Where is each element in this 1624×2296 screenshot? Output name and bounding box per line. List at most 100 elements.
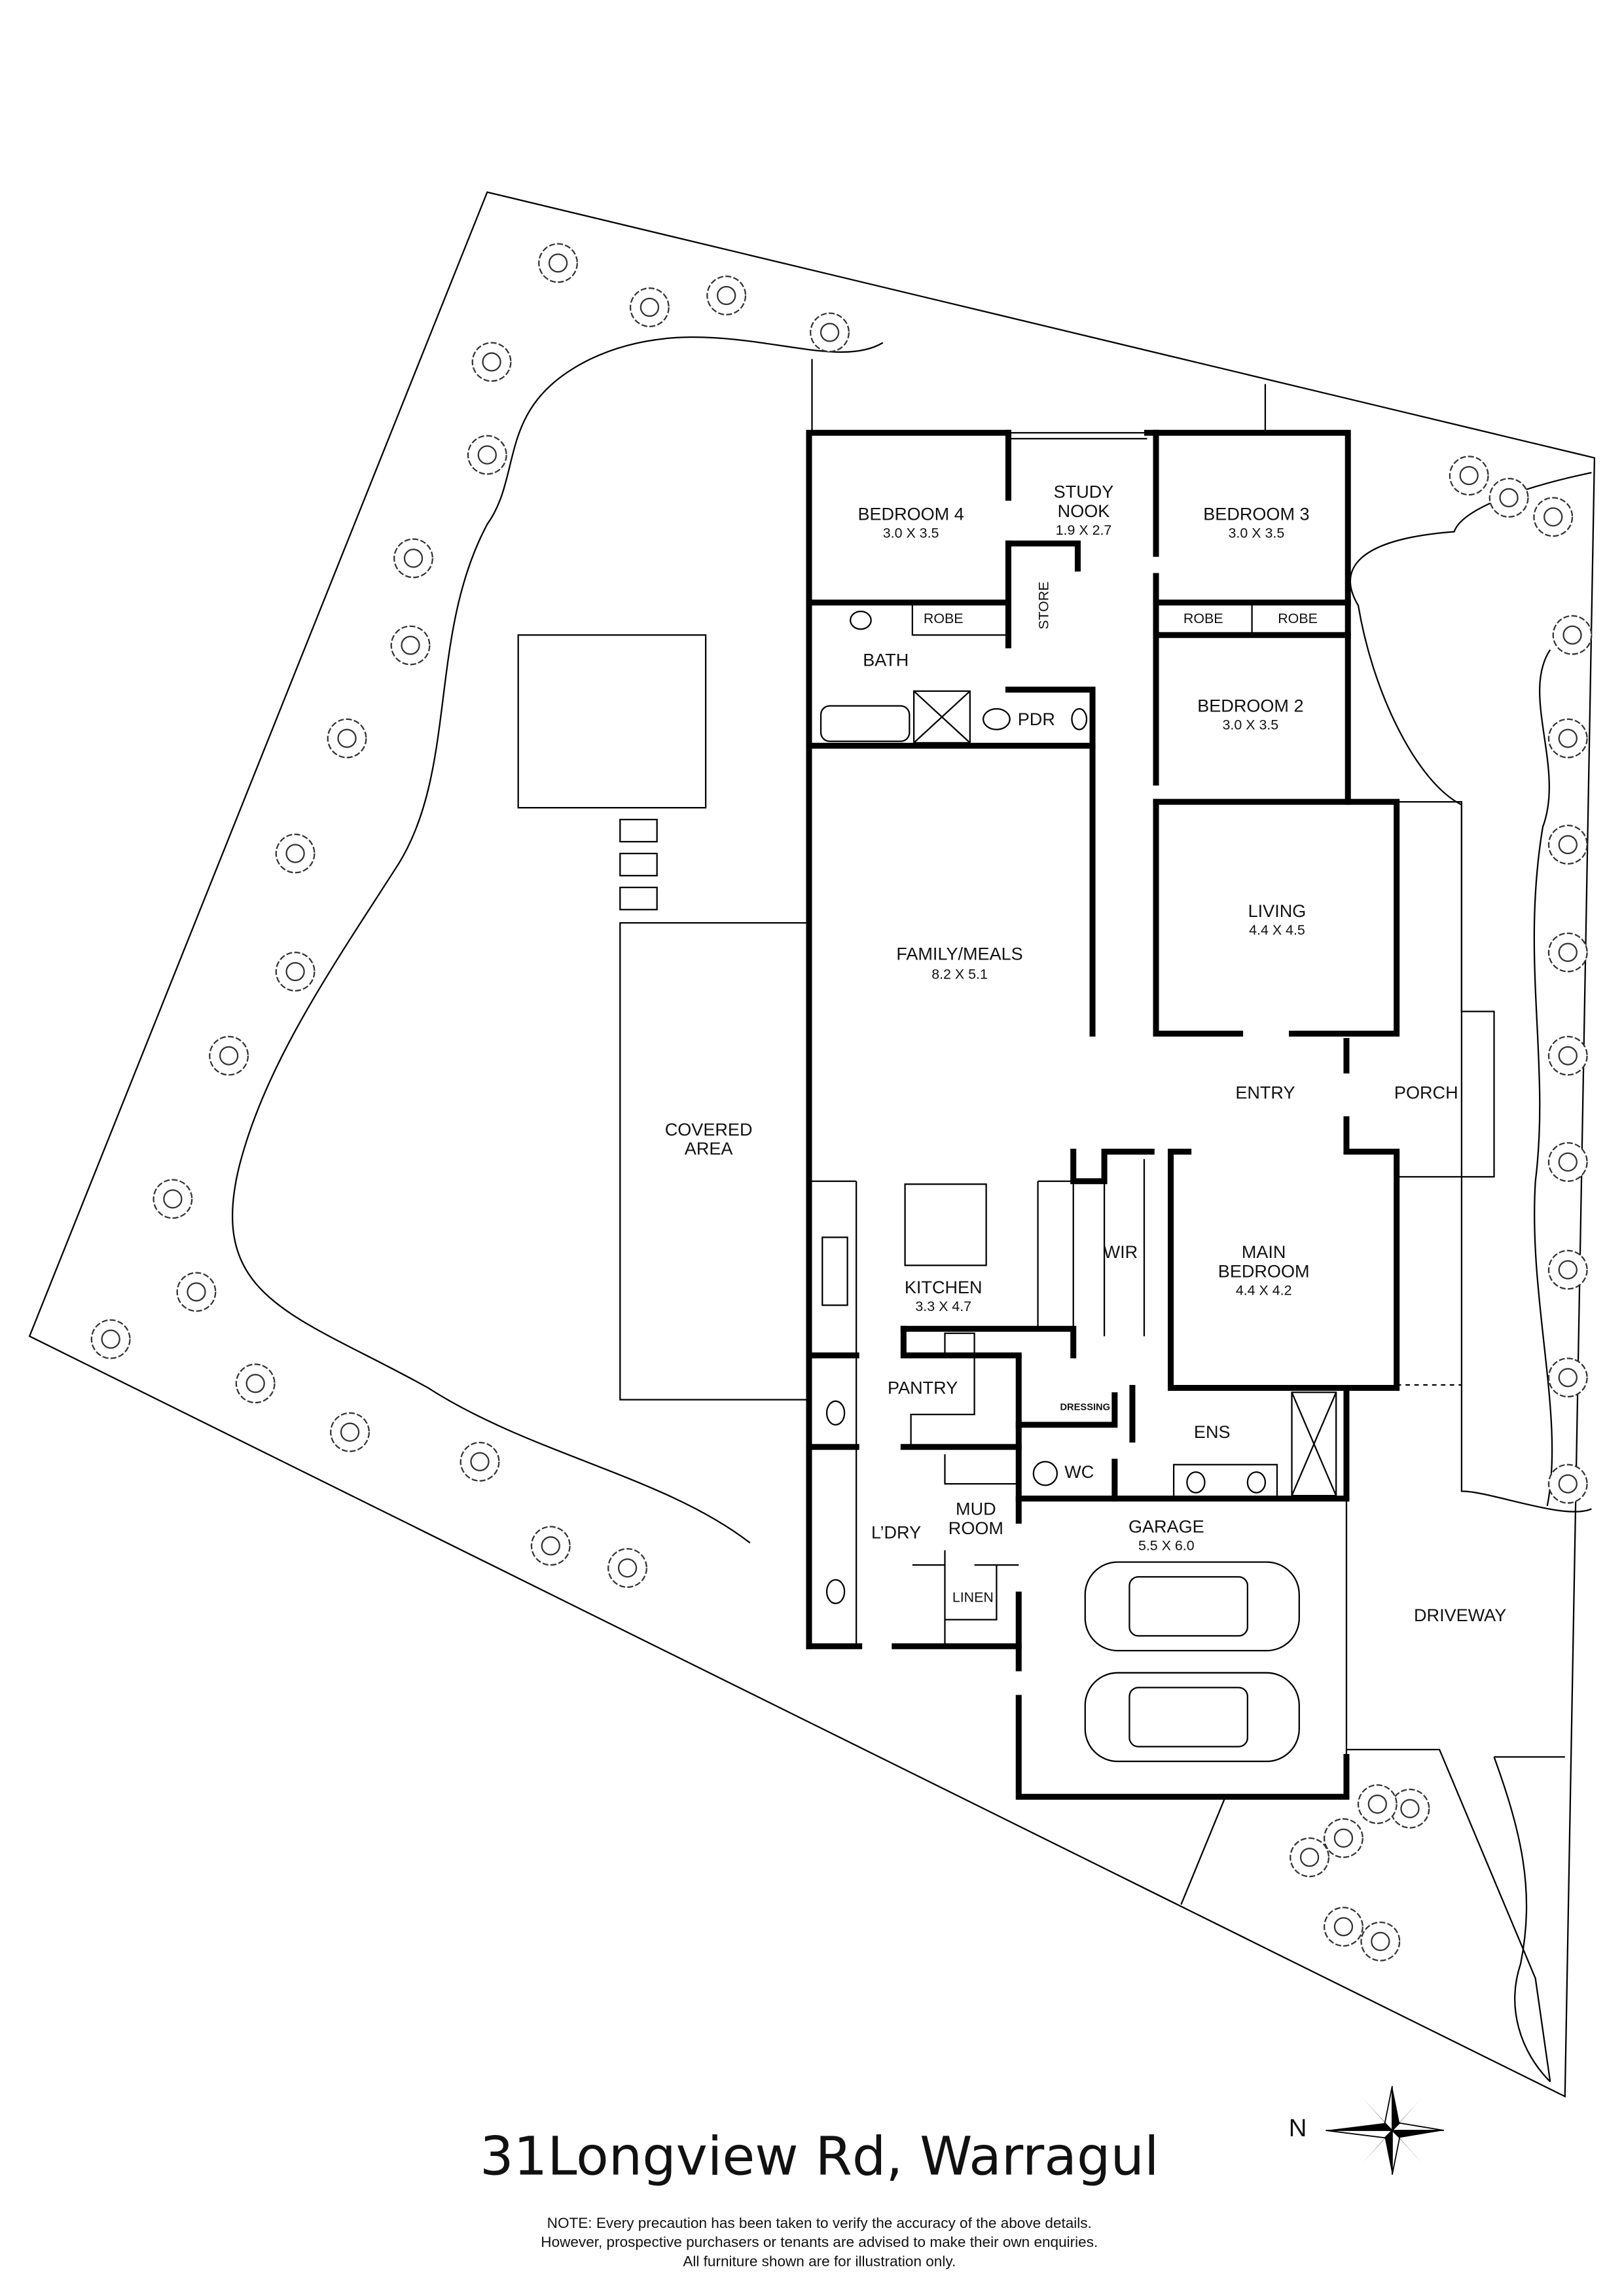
tree-icon-inner xyxy=(548,253,568,273)
tree-icon-inner xyxy=(219,1046,239,1066)
room-label-study: STUDY xyxy=(1054,482,1114,501)
room-label-main-bedroom: MAIN xyxy=(1242,1242,1286,1262)
garden-bed-left xyxy=(232,336,884,1544)
property-address-title: 31Longview Rd, Warragul xyxy=(480,2126,1159,2188)
kitchen-sink xyxy=(821,1236,848,1306)
room-label-bedroom-4: BEDROOM 4 xyxy=(857,504,964,524)
cooktop xyxy=(944,1332,975,1355)
disclaimer-line-3: All furniture shown are for illustration… xyxy=(683,2253,956,2270)
path-edge xyxy=(1493,1756,1551,2083)
tree-icon-inner xyxy=(1558,834,1578,855)
room-dims-garage: 5.5 X 6.0 xyxy=(1138,1538,1195,1554)
tree-icon-inner xyxy=(541,1536,560,1556)
room-dims-living: 4.4 X 4.5 xyxy=(1249,922,1305,938)
room-dims-kitchen: 3.3 X 4.7 xyxy=(915,1299,971,1314)
tree-icon-inner xyxy=(285,844,305,863)
tree-icon-inner xyxy=(717,285,736,306)
walls xyxy=(806,429,1400,1800)
tree-icon-inner xyxy=(101,1329,120,1349)
room-dims-bedroom-3: 3.0 X 3.5 xyxy=(1229,525,1285,541)
tree-icon-inner xyxy=(1558,1046,1578,1066)
compass-rose-icon xyxy=(1326,2086,1444,2175)
tree-icon-inner xyxy=(820,323,840,342)
tree-icon-inner xyxy=(1333,1917,1354,1937)
tree-icon-inner xyxy=(1367,1794,1387,1814)
room-label-robe: ROBE xyxy=(1278,611,1318,626)
tree-icon-inner xyxy=(617,1558,638,1578)
north-label: N xyxy=(1289,2114,1307,2142)
room-label-robe: ROBE xyxy=(1183,611,1223,626)
covered-area-outline xyxy=(619,922,810,1401)
room-label-living: LIVING xyxy=(1248,901,1307,921)
basin xyxy=(1071,708,1088,730)
stepping-stone xyxy=(619,819,658,843)
tree-icon-inner xyxy=(1558,1260,1578,1280)
room-label-ens: ENS xyxy=(1194,1422,1231,1442)
tree-icon-inner xyxy=(1459,465,1479,486)
room-dims-family-meals: 8.2 X 5.1 xyxy=(931,967,988,982)
laundry-tub xyxy=(825,1579,846,1604)
tree-icon-inner xyxy=(1558,942,1578,962)
tree-icon-inner xyxy=(1299,1848,1320,1867)
room-label-bath: BATH xyxy=(863,651,909,670)
disclaimer-line-2: However, prospective purchasers or tenan… xyxy=(541,2234,1098,2250)
shed xyxy=(517,634,707,809)
bathtub xyxy=(820,705,911,742)
room-label-robe: ROBE xyxy=(924,611,964,626)
stepping-stone xyxy=(619,886,658,910)
lot-boundary xyxy=(28,191,1596,2098)
room-label-kitchen: KITCHEN xyxy=(905,1278,983,1297)
tree-group xyxy=(90,243,1593,1962)
room-dims-study: 1.9 X 2.7 xyxy=(1056,522,1112,538)
room-dims-main-bedroom: 4.4 X 4.2 xyxy=(1236,1282,1292,1298)
car xyxy=(1084,1561,1300,1652)
car xyxy=(1084,1672,1300,1763)
tree-icon-inner xyxy=(1499,488,1519,508)
tree-icon-inner xyxy=(187,1282,206,1302)
room-label-driveway: DRIVEWAY xyxy=(1414,1605,1506,1625)
tree-icon-inner xyxy=(245,1374,265,1393)
tree-icon-inner xyxy=(1371,1931,1390,1951)
room-label-garage: GARAGE xyxy=(1128,1517,1204,1537)
kitchen-island xyxy=(904,1183,987,1266)
tree-icon-inner xyxy=(340,1422,360,1442)
room-label-study-2: NOOK xyxy=(1058,501,1110,521)
room-label-entry: ENTRY xyxy=(1235,1083,1295,1102)
room-label-family-meals: FAMILY/MEALS xyxy=(896,944,1022,963)
tree-icon-inner xyxy=(163,1189,183,1209)
room-label-wc: WC xyxy=(1064,1462,1094,1482)
tree-icon-inner xyxy=(1558,1474,1578,1494)
room-label-bedroom-2: BEDROOM 2 xyxy=(1197,696,1303,716)
room-dims-bedroom-2: 3.0 X 3.5 xyxy=(1223,717,1279,733)
disclaimer-line-1: NOTE: Every precaution has been taken to… xyxy=(547,2215,1092,2231)
tree-icon-inner xyxy=(640,297,660,317)
tree-icon-inner xyxy=(1543,507,1563,527)
room-label-store: STORE xyxy=(1036,581,1051,629)
room-label-bedroom-3: BEDROOM 3 xyxy=(1203,504,1309,524)
room-label-dressing: DRESSING xyxy=(1060,1402,1110,1412)
tree-icon-inner xyxy=(470,1452,490,1471)
room-dims-bedroom-4: 3.0 X 3.5 xyxy=(883,525,939,541)
tree-icon-inner xyxy=(1562,625,1582,645)
room-label-laundry: L’DRY xyxy=(871,1523,921,1543)
tree-icon-inner xyxy=(401,636,420,655)
vanity xyxy=(1172,1463,1278,1498)
room-label-main-bedroom-2: BEDROOM xyxy=(1218,1261,1310,1281)
tree-icon-inner xyxy=(1558,1368,1578,1388)
basin xyxy=(850,611,872,630)
stepping-stone xyxy=(619,852,658,876)
tree-icon-inner xyxy=(337,728,357,748)
tree-icon-inner xyxy=(1558,1152,1578,1172)
room-label-linen: LINEN xyxy=(952,1590,994,1605)
tree-icon-inner xyxy=(1333,1828,1354,1848)
room-label-covered-area-2: AREA xyxy=(685,1139,733,1158)
tree-icon-inner xyxy=(285,961,305,982)
porch-outline xyxy=(1396,800,1495,1178)
path-edge xyxy=(1180,1796,1227,1905)
tree-icon-inner xyxy=(1400,1799,1420,1818)
room-label-mud-room: MUD xyxy=(956,1499,996,1518)
toilet xyxy=(983,708,1011,730)
room-label-wir: WIR xyxy=(1104,1242,1138,1262)
room-label-porch: PORCH xyxy=(1394,1083,1458,1102)
